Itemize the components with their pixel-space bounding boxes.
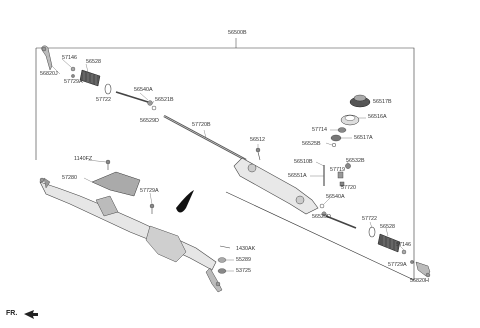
nut-57146-right [401,249,407,255]
gear-housing [233,151,319,215]
tie-rod-end-left [41,45,53,71]
inner-tie-rod-left [115,91,149,103]
label-56820j: 56820J [40,71,58,77]
label-57722-right: 57722 [362,216,377,222]
label-57729a-right: 57729A [388,262,407,268]
label-56517a: 56517A [354,135,373,141]
front-arrow-icon [24,310,38,319]
pin-57729a-mid [149,203,155,209]
pin-57729a-right [410,260,414,264]
tie-rod-end-right [415,261,431,278]
label-56512: 56512 [250,137,265,143]
boot-56528-right [377,233,401,253]
nut-57146-left [70,66,76,72]
leader-lines [51,58,405,272]
label-55289: 55289 [236,257,251,263]
label-56532b: 56532B [346,158,365,164]
label-56528-left: 56528 [86,59,101,65]
plug-56532b [345,163,351,169]
clip-1430ak [219,245,231,249]
bushing-55289 [217,257,227,263]
label-56540a-right: 56540A [326,194,345,200]
label-56510b: 56510B [294,159,313,165]
ring-56525b [331,142,337,148]
clamp-57722-right [368,226,376,238]
label-57720b: 57720B [192,122,211,128]
label-56820h: 56820H [410,278,429,284]
label-57146-left: 57146 [62,55,77,61]
boot-56528-left [79,69,101,87]
inner-tie-rod-right [325,215,357,229]
arrow-pointer [176,190,194,213]
label-56551a: 56551A [288,173,307,179]
label-56516a: 56516A [368,114,387,120]
direction-label: FR. [6,310,18,317]
label-57722-left: 57722 [96,97,111,103]
label-56521b: 56521B [155,97,174,103]
washer-56529d-left [151,105,157,111]
cover-56517b [349,94,371,108]
label-57719: 57719 [330,167,345,173]
clamp-57722-left [104,83,112,95]
assembly-label: 56500B [228,30,247,36]
label-56529d-left: 56529D [140,118,159,124]
seal-56516a [340,114,360,126]
label-57729a-left: 57729A [64,79,83,85]
bolt-1140fz [105,159,111,165]
label-1140fz: 1140FZ [74,156,93,162]
label-57146-right: 57146 [396,242,411,248]
label-57714: 57714 [312,127,327,133]
label-56528-right: 56528 [380,224,395,230]
label-57720: 57720 [341,185,356,191]
label-56540a-left: 56540A [134,87,153,93]
pin-57729a-left [71,74,75,78]
label-56525b: 56525B [302,141,321,147]
assembled-gear-view [39,171,223,293]
spring-57720 [339,181,345,187]
label-56529d-right: 56529D [312,214,331,220]
assembly-frame [36,47,415,281]
label-57729a-mid: 57729A [140,188,159,194]
label-1430ak: 1430AK [236,246,256,252]
label-57280: 57280 [62,175,77,181]
yoke-57719 [337,171,344,179]
label-56517b: 56517B [373,99,392,105]
label-53725: 53725 [236,268,251,274]
bolt-56512 [255,147,261,153]
ring-57714 [337,127,347,133]
bearing-56517a [330,134,342,142]
bushing-53725 [217,268,227,274]
